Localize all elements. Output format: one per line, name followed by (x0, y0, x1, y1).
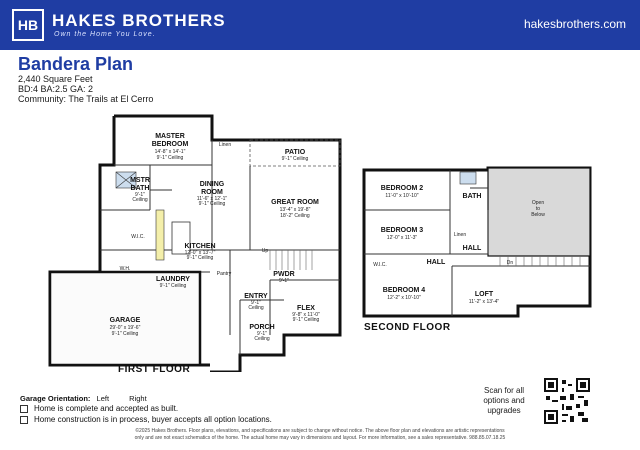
bedroom3-label: BEDROOM 3 (381, 227, 424, 234)
kitchen-island (171, 221, 191, 255)
brand-tagline: Own the Home You Love. (54, 31, 156, 38)
first-floor-exterior-wall (114, 114, 342, 372)
dining-label-2: ROOM (201, 189, 223, 196)
flex-dim: 9'-8" x 11'-0" (292, 312, 320, 318)
orientation-left[interactable]: Left (96, 394, 110, 403)
mstr-bath-label-2: BATH (131, 185, 150, 192)
master-label-2: BEDROOM (152, 141, 189, 148)
great-room-ceiling: 18'-2" Ceiling (280, 213, 310, 219)
wh-label: W.H. (120, 266, 131, 272)
hb-logo[interactable]: HB (12, 9, 44, 41)
header-bar: HB HAKES BROTHERS Own the Home You Love.… (0, 0, 640, 50)
pwdr-label: PWDR (273, 271, 294, 278)
mstr-bath-label: MSTR (130, 177, 150, 184)
dining-label: DINING (200, 181, 225, 188)
laundry-ceiling: 9'-1" Ceiling (160, 283, 187, 289)
kitchen-counter (155, 209, 165, 261)
second-floor-interior-walls (364, 170, 590, 316)
first-floor-stairs (269, 250, 313, 270)
check-row-complete[interactable]: Home is complete and accepted as built. (20, 404, 178, 413)
orientation-right[interactable]: Right (129, 394, 147, 403)
scan-text: Scan for all options and upgrades (483, 386, 525, 415)
legal-line-2: only and are not exact schematics of the… (134, 435, 506, 441)
bedroom2-label: BEDROOM 2 (381, 185, 424, 192)
upstairs-tub (459, 171, 477, 185)
open-below-label-3: Below (531, 212, 545, 218)
flex-ceiling: 9'-1" Ceiling (293, 317, 320, 323)
master-label: MASTER (155, 133, 185, 140)
legal-line-1: ©2025 Hakes Brothers. Floor plans, eleva… (135, 428, 505, 434)
great-room-dim: 13'-4" x 19'-8" (280, 207, 311, 213)
plan-sqft: 2,440 Square Feet (18, 74, 93, 84)
hall-label-1: HALL (463, 245, 482, 252)
porch-ceiling: Ceiling (254, 336, 270, 342)
dining-dim: 11'-6" x 12'-1" (197, 196, 228, 202)
plan-community: Community: The Trails at El Cerro (18, 94, 154, 104)
mstr-bath-dim: 9'-1" (135, 192, 145, 198)
open-below-label-2: to (536, 206, 540, 212)
bedroom2-dim: 11'-0" x 10'-10" (385, 193, 418, 199)
orientation-label: Garage Orientation: (20, 394, 91, 403)
entry-label: ENTRY (244, 293, 268, 300)
legal-disclaimer: ©2025 Hakes Brothers. Floor plans, eleva… (0, 428, 640, 442)
plan-rooms: BD:4 BA:2.5 GA: 2 (18, 84, 94, 94)
entry-ceiling: Ceiling (248, 305, 264, 311)
check-in-process-label: Home construction is in process, buyer a… (34, 415, 272, 424)
porch-label: PORCH (249, 324, 274, 331)
plan-title: Bandera Plan (18, 54, 134, 74)
second-floor-plan: BEDROOM 2 11'-0" x 10'-10" BATH Open to … (362, 166, 592, 318)
kitchen-ceiling: 9'-1" Ceiling (187, 255, 214, 261)
second-floor-stairs (499, 256, 581, 266)
loft-label: LOFT (475, 291, 494, 298)
dining-ceiling: 9'-1" Ceiling (199, 201, 226, 207)
master-dim: 14'-8" x 14'-1" (155, 149, 186, 155)
bath-label: BATH (463, 193, 482, 200)
wic-label: W.I.C. (131, 234, 145, 240)
patio-label: PATIO (285, 149, 306, 156)
kitchen-label: KITCHEN (184, 243, 215, 250)
garage-orientation: Garage Orientation: Left Right (20, 394, 147, 403)
check-complete-label: Home is complete and accepted as built. (34, 404, 179, 413)
mstr-bath-ceiling: Ceiling (132, 197, 148, 203)
garage-outline (48, 270, 202, 367)
qr-code-icon[interactable] (544, 378, 590, 424)
master-ceiling: 9'-1" Ceiling (157, 155, 184, 161)
open-below-label: Open (532, 200, 544, 206)
bedroom4-dim: 12'-2" x 10'-10" (387, 295, 421, 301)
dn-label: Dn (507, 260, 514, 266)
first-floor-plan: MASTER BEDROOM 14'-8" x 14'-1" 9'-1" Cei… (48, 114, 342, 372)
porch-dim: 9'-1" (257, 331, 267, 337)
checkbox-complete[interactable] (20, 404, 28, 413)
patio-ceiling: 9'-1" Ceiling (282, 156, 309, 162)
check-row-in-process[interactable]: Home construction is in process, buyer a… (20, 415, 272, 424)
pwdr-ceiling: 9'-1" (279, 278, 289, 284)
hall-label-2: HALL (427, 259, 446, 266)
website-link[interactable]: hakesbrothers.com (523, 17, 626, 31)
brand-name: HAKES BROTHERS (52, 11, 226, 30)
patio-outline (249, 139, 341, 167)
great-room-label: GREAT ROOM (271, 199, 319, 206)
pantry-label: Pantry (217, 271, 232, 277)
bedroom4-label: BEDROOM 4 (383, 287, 426, 294)
linen-label-2: Linen (454, 232, 466, 238)
flex-label: FLEX (297, 305, 315, 312)
checkbox-in-process[interactable] (20, 415, 28, 424)
first-floor-label: FIRST FLOOR (118, 364, 191, 375)
loft-dim: 11'-2" x 13'-4" (469, 299, 500, 305)
garage-ceiling: 9'-1" Ceiling (112, 331, 139, 337)
laundry-label: LAUNDRY (156, 276, 190, 283)
garage-dim: 29'-0" x 19'-6" (110, 325, 141, 331)
kitchen-dim: 12'-0" x 13'-7" (185, 250, 216, 256)
garage-label: GARAGE (110, 317, 141, 324)
up-label: Up (262, 248, 269, 254)
second-floor-label: SECOND FLOOR (364, 322, 451, 333)
linen-label: Linen (219, 142, 231, 148)
bedroom3-dim: 12'-0" x 11'-3" (387, 235, 418, 241)
wic-label-2: W.I.C. (373, 262, 387, 268)
entry-dim: 9'-1" (251, 300, 261, 306)
